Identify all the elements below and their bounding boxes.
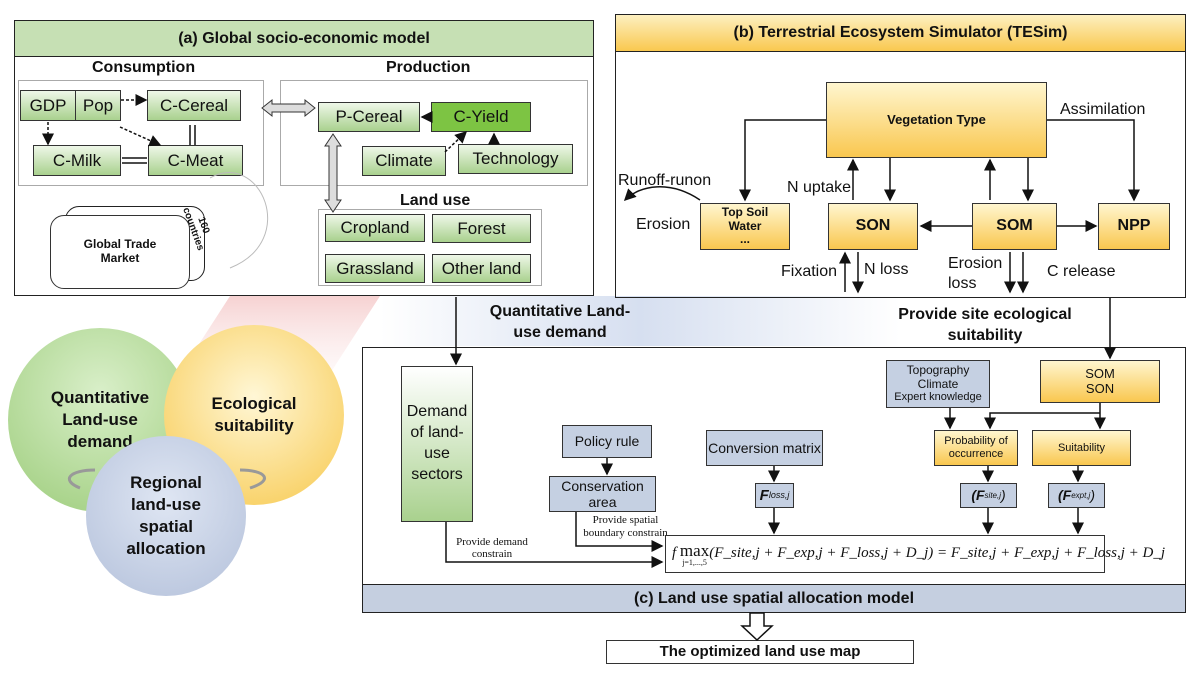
consumption-label: Consumption [92,59,196,76]
n-uptake-label: N uptake [787,179,852,196]
circle-label: Quantitative Land-use demand [50,387,150,452]
c-release-label: C release [1047,263,1116,280]
c-yield-box: C-Yield [431,102,531,132]
grassland-box: Grassland [325,254,425,283]
son-label: SON [1085,380,1115,396]
conservation-area-box: Conservation area [549,476,656,512]
quantitative-demand-label: Quantitative Land-use demand [489,303,631,341]
f-subscript: expt,j [1071,490,1091,500]
global-trade-market-box: Global Trade Market [50,215,190,289]
site-suitability-label: Provide site ecological suitability [898,306,1072,344]
c-cereal-box: C-Cereal [147,90,241,121]
expert-label: Expert knowledge [894,391,982,404]
c-meat-box: C-Meat [148,145,243,176]
cropland-box: Cropland [325,214,425,242]
formula-rhs: = F_site,j + F_exp,j + F_loss,j + D_j [937,545,1166,562]
p-cereal-box: P-Cereal [318,102,420,132]
assimilation-label: Assimilation [1060,101,1146,118]
land-use-group [318,209,542,286]
paren: ) [1090,487,1095,504]
suitability-box: Suitability [1032,430,1131,466]
circle-label: Ecological suitability [211,393,297,435]
max-range: j=1,...,5 [682,557,707,567]
panel-c-title: (c) Land use spatial allocation model [363,584,1185,612]
panel-a [14,20,594,296]
panel-c [362,347,1186,613]
circle-label: Regional land-use spatial allocation [126,472,206,559]
production-group [280,80,588,186]
f-subscript: site,j [984,490,1001,500]
top-soil-water-box: Top Soil Water... [700,203,790,250]
provide-spatial-label: Provide spatial boundary constrain [583,514,668,539]
vegetation-type-box: Vegetation Type [826,82,1047,158]
panel-b [615,14,1186,298]
top-soil-water-label: Top Soil Water [721,204,769,233]
c-milk-box: C-Milk [33,145,121,176]
production-label: Production [386,59,471,76]
technology-box: Technology [458,144,573,174]
son-box: SON [828,203,918,250]
gdp-box: GDP [20,90,76,121]
panel-a-title: (a) Global socio-economic model [15,21,593,57]
optimized-map-box: The optimized land use map [606,640,914,664]
som-label: SOM [1085,365,1115,381]
policy-rule-box: Policy rule [562,425,652,458]
probability-box: Probability of occurrence [934,430,1018,466]
conversion-matrix-box: Conversion matrix [706,430,823,466]
consumption-group [18,80,264,186]
topography-label: Topography [906,362,970,377]
fixation-label: Fixation [781,263,838,280]
paren: ) [1001,487,1006,504]
n-loss-label: N loss [864,261,909,278]
erosion-loss-label: Erosion loss [948,255,1003,292]
f-symbol: (F [971,487,985,504]
f-symbol: F [759,486,769,504]
f-subscript: loss,j [768,490,790,501]
erosion-label: Erosion [636,216,691,233]
som-box: SOM [972,203,1057,250]
max-label: max [679,540,710,560]
land-use-label: Land use [400,192,471,209]
circle-regional-allocation: Regional land-use spatial allocation [86,436,246,596]
runoff-label: Runoff-runon [618,172,712,189]
npp-box: NPP [1098,203,1170,250]
climate-box: Climate [362,146,446,176]
panel-b-title: (b) Terrestrial Ecosystem Simulator (TES… [616,15,1185,52]
demand-box: Demand of land-use sectors [401,366,473,522]
formula-lhs: (F_site,j + F_exp,j + F_loss,j + D_j) [709,545,934,562]
formula-f: f [672,545,677,562]
climate-label: Climate [917,376,959,391]
ellipsis: ... [739,232,750,247]
blue-band [380,296,900,346]
forest-box: Forest [432,214,531,243]
provide-demand-label: Provide demand constrain [456,536,528,560]
pop-box: Pop [75,90,121,121]
f-symbol: (F [1057,487,1072,504]
other-land-box: Other land [432,254,531,283]
